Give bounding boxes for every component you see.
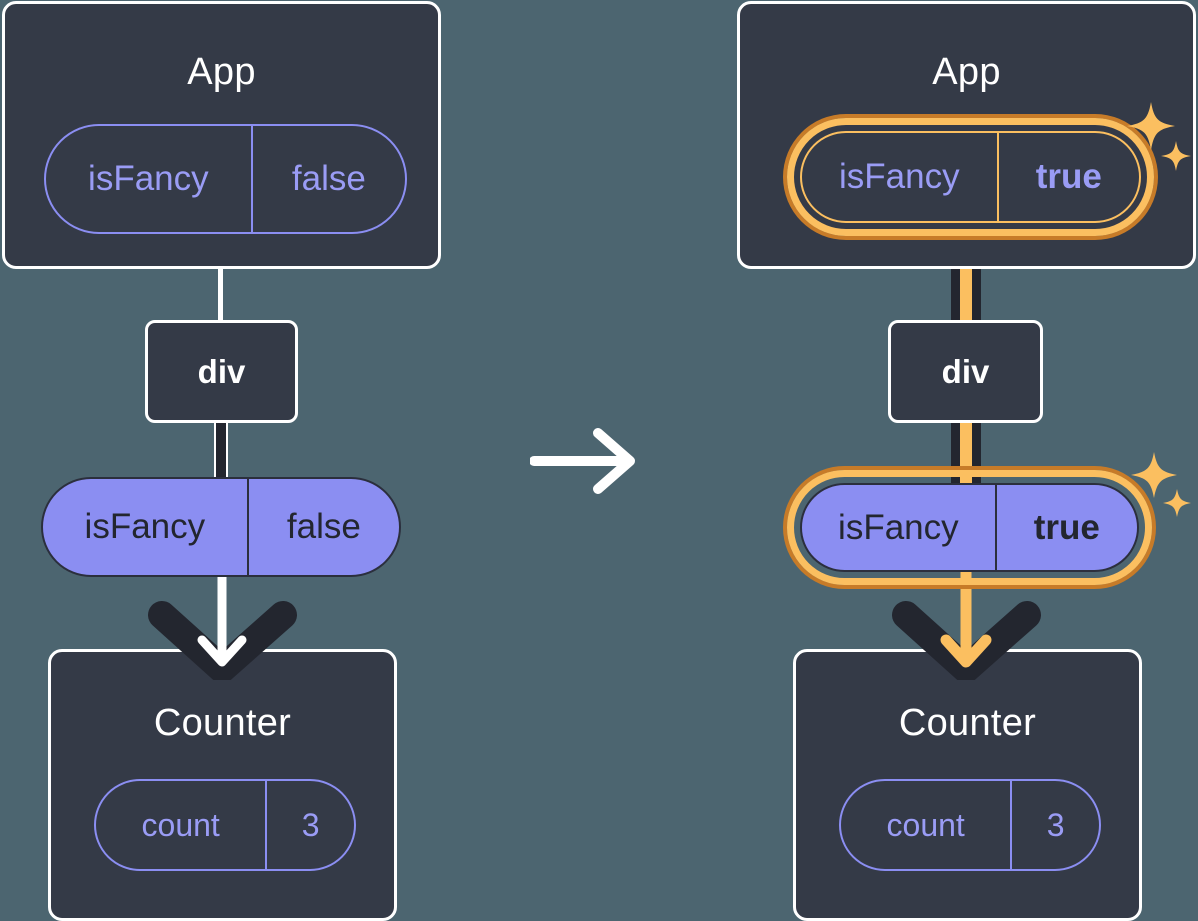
connector-div-to-pill-before-flank-right: [225, 420, 228, 490]
sparkle-icon: [1161, 141, 1191, 171]
arrow-right-icon: [529, 428, 635, 494]
state-pill-value: 3: [265, 781, 354, 869]
connector-div-to-pill-before-flank-left: [214, 420, 217, 490]
state-pill-count-before[interactable]: count 3: [94, 779, 356, 871]
component-box-app-before: App isFancy false: [2, 1, 441, 269]
component-title-counter-before: Counter: [153, 702, 292, 744]
component-box-counter-before: Counter count 3: [48, 649, 397, 921]
connector-app-to-div-before: [218, 266, 223, 322]
component-box-counter-after: Counter count 3: [793, 649, 1142, 921]
sparkle-icon: [1163, 489, 1191, 517]
component-title-app-after: App: [932, 51, 1001, 93]
component-title-counter-after: Counter: [898, 702, 1037, 744]
dom-node-div-label: div: [941, 352, 990, 390]
sparkle-icon: [1127, 102, 1175, 150]
arrow-fan-icon: [892, 601, 1041, 683]
transition-arrow: [529, 428, 645, 494]
state-pill-name: count: [141, 806, 220, 843]
connector-div-to-pill-before: [216, 420, 226, 490]
arrow-fan-icon: [148, 601, 297, 683]
sparkle-icon: [1131, 452, 1177, 498]
state-pill-isfancy-app-after[interactable]: isFancy true: [800, 131, 1141, 223]
state-pill-value: false: [250, 126, 405, 232]
connector-div-to-pill-after-flank-left: [951, 420, 960, 492]
dom-node-div-before: div: [145, 320, 298, 423]
prop-pill-value: false: [246, 479, 399, 575]
prop-pill-value: true: [994, 485, 1137, 570]
arrow-pill-to-counter-before: [140, 570, 305, 683]
arrow-down-icon: [197, 635, 247, 667]
connector-div-to-pill-after: [960, 420, 972, 492]
sparkle-group-app-after: [1124, 97, 1198, 185]
state-pill-value: 3: [1010, 781, 1099, 869]
dom-node-div-label: div: [197, 352, 246, 390]
state-pill-name: isFancy: [88, 159, 209, 198]
state-pill-name: isFancy: [839, 157, 960, 196]
arrow-down-icon: [940, 634, 992, 668]
state-pill-value: true: [996, 133, 1139, 221]
state-pill-name: count: [886, 806, 965, 843]
prop-pill-name: isFancy: [84, 507, 206, 546]
sparkle-group-prop-after: [1128, 447, 1198, 531]
state-pill-count-after[interactable]: count 3: [839, 779, 1101, 871]
prop-pill-isfancy-after[interactable]: isFancy true: [800, 483, 1139, 572]
component-title-app-before: App: [187, 51, 256, 93]
prop-pill-name: isFancy: [838, 507, 959, 547]
dom-node-div-after: div: [888, 320, 1043, 423]
state-pill-isfancy-app-before[interactable]: isFancy false: [44, 124, 407, 234]
arrow-pill-to-counter-after: [884, 570, 1049, 683]
prop-pill-isfancy-before[interactable]: isFancy false: [41, 477, 401, 577]
connector-div-to-pill-after-flank-right: [972, 420, 981, 492]
